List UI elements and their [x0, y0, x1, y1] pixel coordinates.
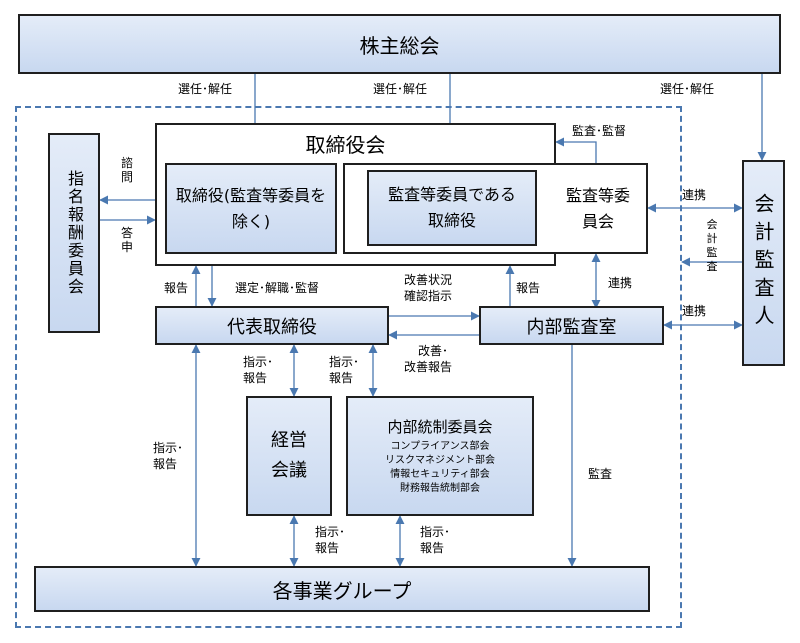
representative-director-label: 代表取締役: [227, 316, 317, 338]
label-liaison-1: 連携: [682, 188, 707, 202]
label-instruct-report-1: 指示･報告: [243, 355, 274, 385]
label-audit: 監査: [588, 467, 613, 481]
audit-committee-label: 監査等委員会: [565, 185, 630, 231]
label-report-2: 報告: [516, 281, 541, 295]
management-meeting-box: 経営会議: [246, 396, 332, 516]
nomination-committee-label: 指名報酬委員会: [65, 170, 84, 296]
label-liaison-3: 連携: [608, 276, 633, 290]
directors-label: 取締役(監査等委員を除く): [175, 185, 327, 231]
label-accounting-audit: 会計監査: [706, 218, 718, 273]
accounting-auditor-label: 会計監査人: [751, 193, 775, 333]
label-answer: 答申: [120, 226, 133, 254]
label-inquiry: 諮問: [120, 156, 133, 184]
label-audit-supervise: 監査･監督: [572, 124, 627, 138]
internal-audit-box: 内部監査室: [479, 306, 664, 345]
label-improve-1: 改善･: [418, 344, 449, 358]
shareholders-meeting-label: 株主総会: [359, 33, 440, 58]
directors-box: 取締役(監査等委員を除く): [165, 163, 337, 254]
audit-directors-label: 監査等委員である取締役: [388, 185, 516, 230]
shareholders-meeting-box: 株主総会: [18, 14, 781, 74]
label-instruct-report-3: 指示･報告: [153, 441, 184, 471]
representative-director-box: 代表取締役: [155, 306, 389, 345]
internal-control-sub-1: コンプライアンス部会: [390, 441, 490, 452]
management-meeting-label: 経営会議: [271, 430, 307, 481]
internal-control-sub-4: 財務報告統制部会: [400, 483, 480, 494]
label-select-2: 選任･解任: [373, 82, 428, 96]
label-instruct-report-4: 指示･報告: [315, 525, 346, 555]
label-improve-check-1: 改善状況: [404, 273, 453, 287]
business-groups-label: 各事業グループ: [272, 578, 412, 603]
internal-control-sub-3: 情報セキュリティ部会: [390, 469, 490, 480]
business-groups-box: 各事業グループ: [34, 566, 650, 612]
internal-audit-label: 内部監査室: [526, 316, 617, 338]
internal-control-label: 内部統制委員会: [387, 418, 493, 436]
label-select-3: 選任･解任: [660, 82, 715, 96]
audit-directors-box: 監査等委員である取締役: [367, 170, 537, 246]
label-appoint-supervise: 選定･解職･監督: [235, 281, 320, 295]
internal-control-box: 内部統制委員会 コンプライアンス部会 リスクマネジメント部会 情報セキュリティ部…: [346, 396, 534, 516]
nomination-committee-box: 指名報酬委員会: [48, 133, 100, 333]
label-select-1: 選任･解任: [178, 82, 233, 96]
accounting-auditor-box: 会計監査人: [742, 160, 785, 366]
company-boundary: [15, 106, 682, 628]
internal-control-sub-2: リスクマネジメント部会: [385, 455, 495, 466]
board-label: 取締役会: [305, 133, 386, 157]
label-report-1: 報告: [164, 281, 189, 295]
label-improve-2: 改善報告: [404, 360, 453, 374]
label-instruct-report-5: 指示･報告: [420, 525, 451, 555]
label-instruct-report-2: 指示･報告: [329, 355, 360, 385]
label-improve-check-2: 確認指示: [404, 289, 453, 303]
label-liaison-2: 連携: [682, 304, 707, 318]
